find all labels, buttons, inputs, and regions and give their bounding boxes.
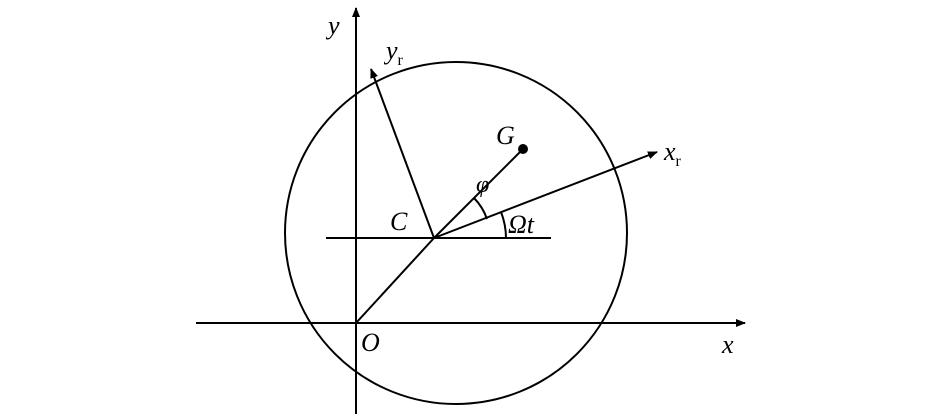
y-axis-label: y <box>325 11 340 40</box>
phi-angle-arc <box>473 197 488 220</box>
omega-t-angle-arc <box>500 211 507 239</box>
mass-center-label: G <box>496 121 515 150</box>
x-axis-label: x <box>721 330 734 359</box>
yr-axis-label: yr <box>383 36 404 69</box>
yr-axis <box>370 68 435 239</box>
center-label: C <box>390 207 408 236</box>
phi-angle-label: φ <box>476 172 489 198</box>
yr-label-subscript: r <box>398 52 404 69</box>
xr-label-subscript: r <box>676 153 682 170</box>
line-o-to-c <box>355 237 435 324</box>
yr-label-main: y <box>383 36 398 65</box>
xr-axis <box>433 151 658 239</box>
xr-axis-label: xr <box>663 137 682 170</box>
line-c-to-g <box>433 148 524 239</box>
rotor-circle <box>284 61 628 405</box>
origin-label: O <box>361 328 380 357</box>
mass-center-dot <box>518 144 528 154</box>
xr-label-main: x <box>663 137 676 166</box>
omega-t-angle-label: Ωt <box>508 210 535 239</box>
